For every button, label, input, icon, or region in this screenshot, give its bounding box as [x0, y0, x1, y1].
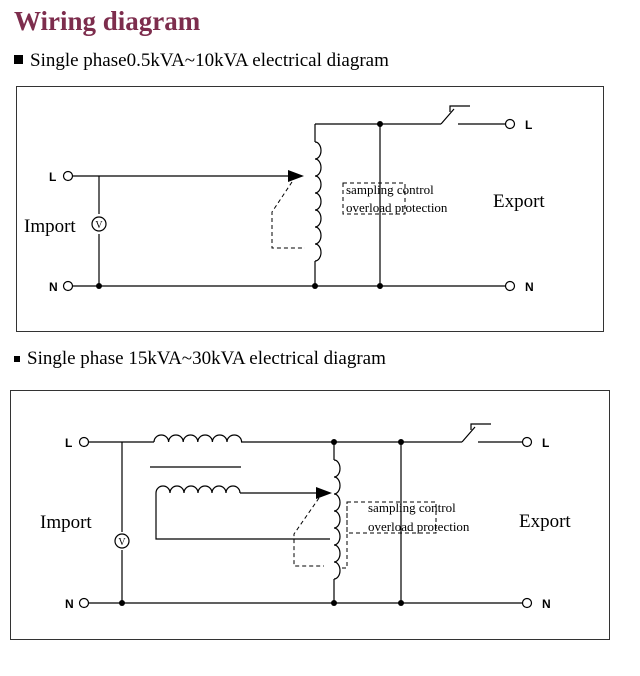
square-bullet-icon — [14, 356, 20, 362]
section-2-heading-text: Single phase 15kVA~30kVA electrical diag… — [27, 348, 386, 369]
control-label-1: sampling control — [346, 182, 434, 197]
terminal-icon — [504, 280, 516, 292]
import-label: Import — [40, 512, 92, 533]
wiper-arrow-icon — [316, 487, 332, 499]
control-label-2: overload protection — [368, 519, 470, 534]
junction-dot — [96, 283, 102, 289]
page-title: Wiring diagram — [14, 6, 201, 36]
secondary-return — [155, 493, 330, 540]
diagram-1: V sampling control overload protection L… — [24, 105, 545, 294]
import-label: Import — [24, 216, 76, 237]
terminal-icon — [62, 170, 74, 182]
terminal-icon — [521, 436, 533, 448]
junction-dot — [119, 600, 125, 606]
control-box — [342, 182, 406, 215]
autotransformer-coil-icon — [333, 459, 341, 580]
input-l-label: L — [65, 436, 72, 450]
voltmeter-icon — [91, 216, 107, 232]
junction-dot — [398, 600, 404, 606]
junction-dot — [331, 600, 337, 606]
autotransformer-coil-icon — [314, 141, 322, 262]
terminal-icon — [78, 597, 90, 609]
output-l-label: L — [542, 436, 549, 450]
output-n-label: N — [542, 597, 551, 611]
input-l-label: L — [49, 170, 56, 184]
servo-link-dashed — [271, 181, 305, 249]
input-n-label: N — [49, 280, 58, 294]
square-bullet-icon — [14, 55, 23, 64]
export-label: Export — [519, 511, 571, 532]
control-label-2: overload protection — [346, 200, 448, 215]
wiper-arrow-icon — [288, 170, 304, 182]
control-label-1: sampling control — [368, 500, 456, 515]
input-n-label: N — [65, 597, 74, 611]
junction-dot — [398, 439, 404, 445]
secondary-coil-icon — [155, 485, 241, 494]
section-2-heading: Single phase 15kVA~30kVA electrical diag… — [14, 348, 386, 370]
terminal-icon — [78, 436, 90, 448]
voltmeter-label: V — [118, 537, 126, 548]
export-label: Export — [493, 191, 545, 212]
output-n-label: N — [525, 280, 534, 294]
section-1-heading: Single phase0.5kVA~10kVA electrical diag… — [14, 50, 389, 72]
servo-link-dashed — [293, 497, 324, 567]
control-box — [346, 501, 437, 534]
series-inductor-icon — [153, 434, 243, 443]
diagram-panel-2 — [10, 390, 610, 640]
voltmeter-label: V — [95, 220, 103, 231]
junction-dot — [331, 439, 337, 445]
terminal-icon — [521, 597, 533, 609]
junction-dot — [377, 121, 383, 127]
diagram-2: V sampling control overload protection L… — [40, 423, 571, 611]
control-box-link — [341, 506, 348, 569]
output-switch-icon — [461, 423, 522, 443]
junction-dot — [312, 283, 318, 289]
section-1-heading-text: Single phase0.5kVA~10kVA electrical diag… — [30, 50, 389, 71]
terminal-icon — [62, 280, 74, 292]
junction-dot — [377, 283, 383, 289]
terminal-icon — [504, 118, 516, 130]
voltmeter-icon — [114, 533, 130, 549]
output-l-label: L — [525, 118, 532, 132]
output-switch-icon — [440, 105, 505, 125]
